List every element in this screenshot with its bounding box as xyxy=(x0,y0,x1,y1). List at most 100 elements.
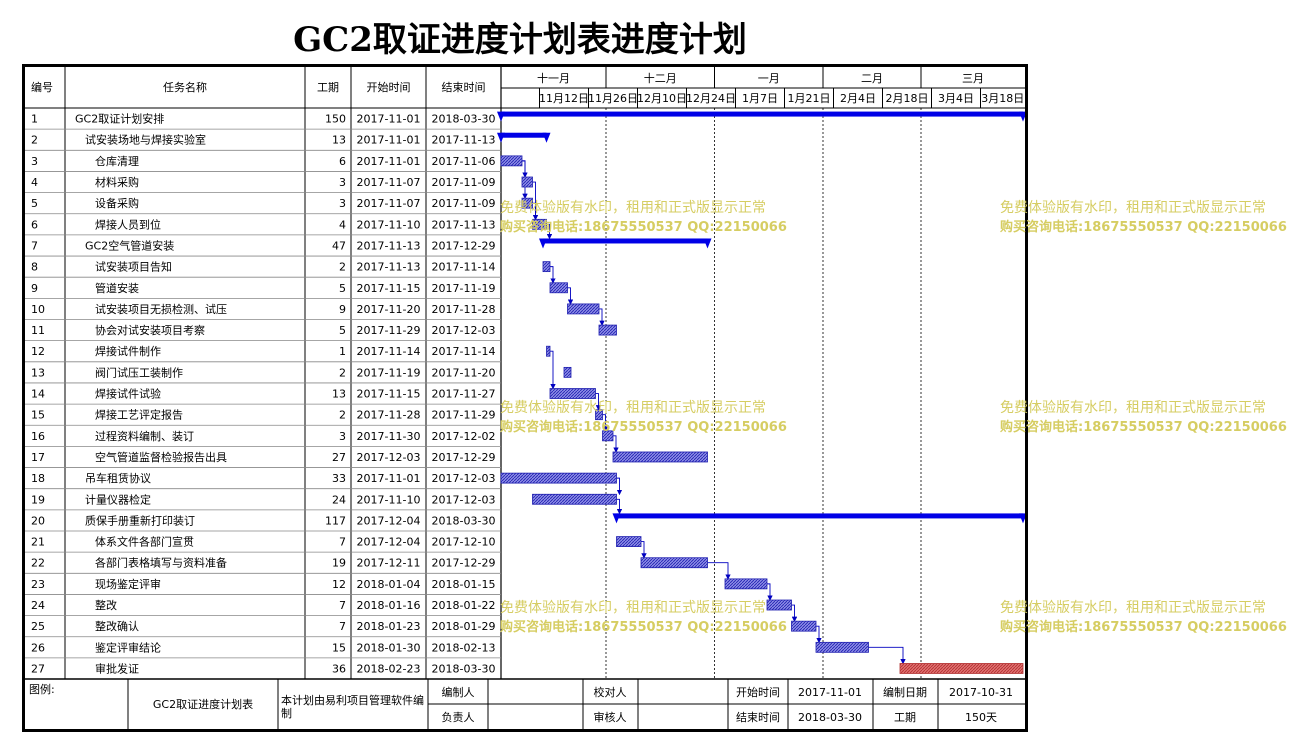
watermark: 免费体验版有水印，租用和正式版显示正常购买咨询电话:18675550537 QQ… xyxy=(1000,600,1287,635)
task-end: 2017-11-20 xyxy=(432,366,496,379)
task-end: 2017-11-27 xyxy=(432,388,496,401)
week-label: 2月4日 xyxy=(840,92,876,105)
task-start: 2017-11-15 xyxy=(357,282,421,295)
task-bar xyxy=(521,176,533,188)
task-bar xyxy=(521,197,533,209)
dependency-link xyxy=(616,498,623,515)
task-duration: 117 xyxy=(325,514,346,527)
month-label: 十一月 xyxy=(537,71,570,85)
task-bar xyxy=(612,451,708,463)
task-duration: 5 xyxy=(339,324,346,337)
task-id: 7 xyxy=(31,239,38,252)
dependency-link xyxy=(641,541,647,559)
task-duration: 6 xyxy=(339,155,346,168)
task-id: 23 xyxy=(31,578,45,591)
task-bar xyxy=(616,536,642,547)
header-name: 任务名称 xyxy=(163,80,207,94)
critical-bar xyxy=(899,663,1024,674)
task-bar xyxy=(500,155,523,167)
dependency-link xyxy=(546,223,553,240)
task-duration: 2 xyxy=(339,261,346,274)
reviewer-label: 审核人 xyxy=(594,710,627,724)
grid-lines xyxy=(25,67,1025,680)
header-end: 结束时间 xyxy=(442,81,486,94)
task-name: 试安装场地与焊接实验室 xyxy=(85,133,206,147)
month-label: 十二月 xyxy=(644,71,677,85)
task-start: 2018-01-04 xyxy=(357,578,421,591)
watermark: 免费体验版有水印，租用和正式版显示正常购买咨询电话:18675550537 QQ… xyxy=(1000,400,1287,435)
task-id: 10 xyxy=(31,303,45,316)
dependency-link xyxy=(550,350,556,390)
task-start: 2017-11-07 xyxy=(357,176,421,189)
task-start: 2017-12-03 xyxy=(357,451,421,464)
task-start: 2018-01-30 xyxy=(357,641,421,654)
summary-bar-start xyxy=(612,513,621,524)
task-bar xyxy=(602,430,614,442)
task-bar xyxy=(567,303,600,315)
week-label: 11月12日 xyxy=(539,92,589,105)
task-id: 9 xyxy=(31,282,38,295)
dependency-links xyxy=(522,160,906,665)
task-end: 2017-11-09 xyxy=(432,197,496,210)
task-start: 2017-12-04 xyxy=(357,514,421,527)
task-id: 22 xyxy=(31,557,45,570)
task-end: 2017-11-29 xyxy=(432,409,496,422)
checked-by-label: 校对人 xyxy=(594,685,627,699)
task-name: 设备采购 xyxy=(95,196,139,210)
task-name: 体系文件各部门宣贯 xyxy=(95,535,194,549)
task-duration: 3 xyxy=(339,197,346,210)
task-end: 2017-12-02 xyxy=(432,430,496,443)
task-duration: 9 xyxy=(339,303,346,316)
plan-name: GC2取证进度计划表 xyxy=(153,697,253,711)
month-label: 一月 xyxy=(758,72,780,85)
task-id: 16 xyxy=(31,430,45,443)
task-end: 2017-12-10 xyxy=(432,536,496,549)
task-name: 审批发证 xyxy=(95,661,139,675)
summary-bar xyxy=(543,238,708,244)
dependency-link xyxy=(707,562,731,580)
task-id: 15 xyxy=(31,409,45,422)
prepared-by-label: 编制人 xyxy=(442,685,475,699)
task-bar xyxy=(563,366,572,378)
task-id: 25 xyxy=(31,620,45,633)
summary-bar-end xyxy=(703,238,712,249)
task-name: 焊接试件制作 xyxy=(95,344,161,358)
task-duration: 47 xyxy=(332,239,346,252)
task-name: 管道安装 xyxy=(95,281,139,295)
task-end: 2017-11-13 xyxy=(432,218,496,231)
task-end: 2017-11-14 xyxy=(432,345,496,358)
task-duration: 3 xyxy=(339,430,346,443)
task-name: 焊接工艺评定报告 xyxy=(95,408,183,422)
task-start: 2017-11-07 xyxy=(357,197,421,210)
summary-bar xyxy=(501,132,547,138)
task-duration: 15 xyxy=(332,641,346,654)
task-start: 2017-11-15 xyxy=(357,388,421,401)
task-name: 整改确认 xyxy=(95,619,139,633)
task-duration: 2 xyxy=(339,409,346,422)
task-id: 6 xyxy=(31,218,38,231)
task-name: 鉴定评审结论 xyxy=(95,640,161,654)
plan-duration-label: 工期 xyxy=(894,711,916,724)
dependency-link xyxy=(595,393,602,411)
task-bars xyxy=(497,111,1025,674)
task-name: 空气管道监督检验报告出具 xyxy=(95,450,227,464)
header-id: 编号 xyxy=(31,80,53,94)
week-label: 2月18日 xyxy=(886,92,929,105)
plan-end-value: 2018-03-30 xyxy=(798,711,862,724)
table-header: 编号任务名称工期开始时间结束时间 xyxy=(31,80,486,94)
plan-start-label: 开始时间 xyxy=(736,685,780,699)
